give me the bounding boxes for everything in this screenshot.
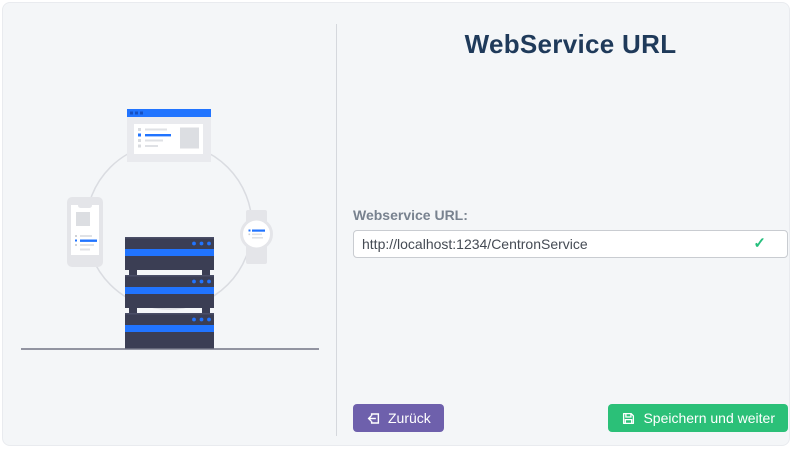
illustration-panel: [3, 3, 336, 445]
webservice-url-form-group: Webservice URL: ✓: [353, 207, 788, 258]
setup-wizard-card: WebService URL Webservice URL: ✓ Zurück: [2, 2, 790, 446]
panel-divider: [336, 24, 337, 436]
webservice-url-label: Webservice URL:: [353, 207, 468, 223]
smartwatch-graphic: [240, 210, 273, 264]
back-button-label: Zurück: [388, 410, 431, 426]
floppy-disk-icon: [621, 411, 636, 426]
form-panel: WebService URL Webservice URL: ✓ Zurück: [353, 3, 788, 445]
exit-left-arrow-icon: [366, 411, 381, 426]
server-rack-graphic: [125, 237, 214, 349]
webservice-url-input-wrap: ✓: [353, 230, 788, 258]
back-button[interactable]: Zurück: [353, 404, 444, 432]
devices-illustration: [21, 109, 319, 350]
webservice-url-input[interactable]: [353, 230, 788, 258]
page-title: WebService URL: [464, 29, 677, 59]
footer-button-row: Zurück Speichern und weiter: [353, 404, 788, 432]
smartphone-graphic: [67, 197, 103, 267]
check-icon: ✓: [753, 235, 766, 253]
save-button-label: Speichern und weiter: [643, 410, 775, 426]
save-and-continue-button[interactable]: Speichern und weiter: [608, 404, 788, 432]
browser-window-graphic: [127, 109, 211, 162]
